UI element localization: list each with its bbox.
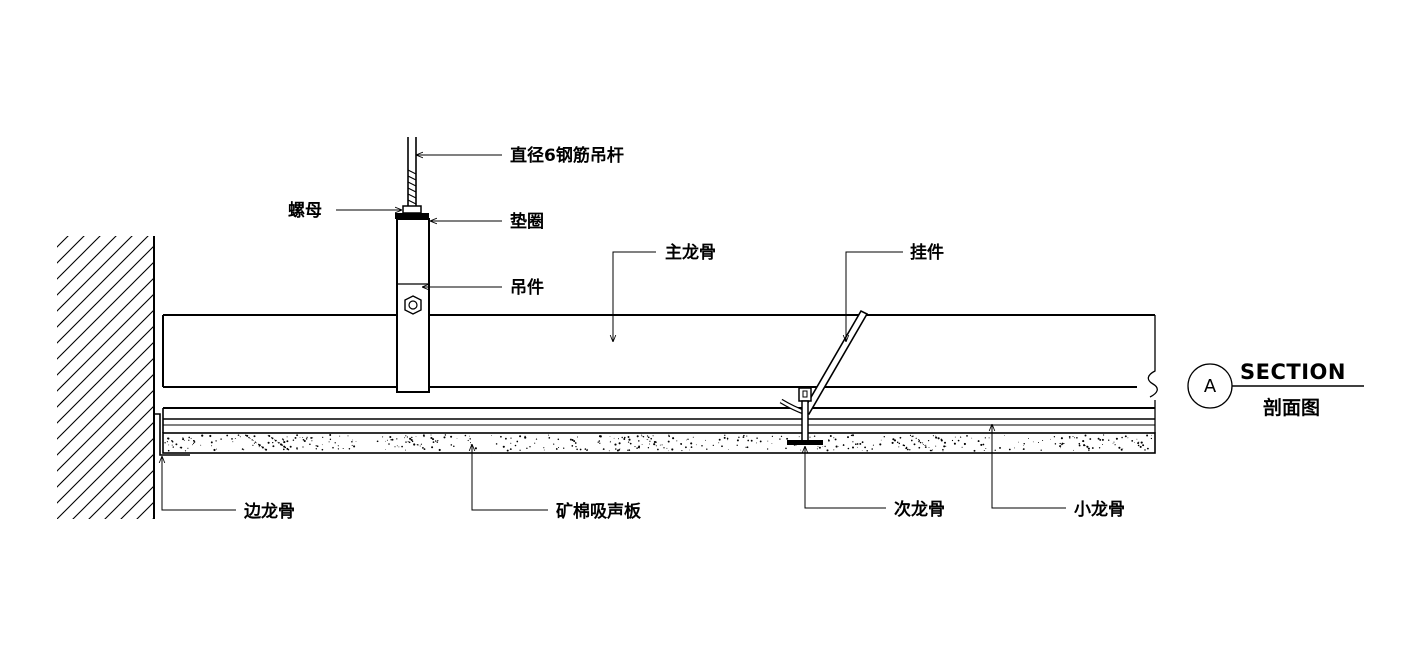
- leader-mineral-board: [472, 444, 548, 511]
- mineral-board: [162, 432, 1156, 454]
- label-main-keel: 主龙骨: [665, 242, 716, 263]
- small-keel: [162, 400, 1156, 433]
- washer: [395, 213, 429, 219]
- leader-small-keel: [992, 424, 1066, 509]
- main-keel: [162, 314, 1158, 398]
- leader-clip: [846, 251, 903, 342]
- section-marker: A SECTION 剖面图: [1187, 360, 1364, 419]
- wall: [57, 236, 155, 519]
- section-title: SECTION: [1240, 360, 1346, 384]
- clip: [779, 309, 869, 416]
- label-washer: 垫圈: [510, 211, 544, 232]
- label-mineral-board: 矿棉吸声板: [556, 501, 642, 522]
- hanger-bracket: [396, 218, 430, 393]
- edge-keel: [155, 413, 190, 456]
- label-clip: 挂件: [910, 242, 944, 263]
- label-rod: 直径6钢筋吊杆: [510, 145, 624, 166]
- section-letter: A: [1204, 376, 1217, 397]
- label-hanger: 吊件: [510, 277, 544, 298]
- label-nut: 螺母: [288, 201, 322, 221]
- label-secondary-keel: 次龙骨: [894, 499, 945, 520]
- leader-secondary-keel: [805, 446, 886, 509]
- label-edge-keel: 边龙骨: [243, 501, 295, 522]
- leader-main-keel: [613, 251, 656, 342]
- main-keel-break-line: [1147, 315, 1158, 398]
- labels: 直径6钢筋吊杆 螺母 垫圈 吊件 主龙骨 挂件 边龙骨 矿棉吸声板 次龙骨 小龙…: [243, 145, 1125, 522]
- board-texture: [164, 434, 1153, 452]
- leader-lines: [162, 155, 1066, 511]
- label-small-keel: 小龙骨: [1074, 499, 1125, 520]
- leader-edge-keel: [162, 456, 236, 511]
- secondary-keel: [787, 400, 823, 445]
- section-subtitle: 剖面图: [1263, 396, 1320, 419]
